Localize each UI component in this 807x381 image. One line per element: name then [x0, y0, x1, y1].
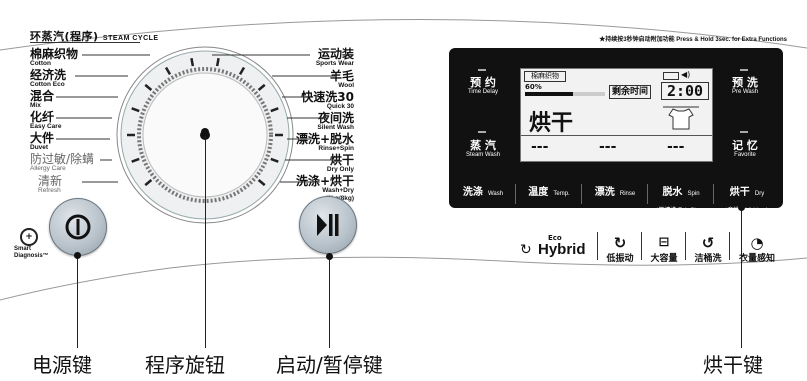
large-capacity-icon: ⊟ — [658, 235, 670, 250]
dial-tick — [257, 83, 266, 91]
play-pause-icon — [317, 214, 339, 236]
smart-diagnosis-label: Smart Diagnosis™ — [14, 246, 49, 259]
key-separators — [449, 180, 783, 208]
dial-tick — [144, 179, 153, 187]
lcd-program-box: 棉麻织物 — [524, 71, 566, 82]
drying-shirt-icon — [663, 106, 699, 130]
steam-cycle-header: 环蒸汽(程序) STEAM CYCLE — [30, 30, 159, 43]
dial-tick — [238, 66, 246, 76]
start-pause-button[interactable] — [299, 196, 357, 254]
spin-button[interactable]: 脱水 Spin *筒清洗 Tub Clean — [656, 187, 706, 214]
progress-fill — [525, 92, 573, 96]
tub-clean-icon: ↺ — [701, 234, 715, 252]
feature-divider-1 — [597, 232, 598, 260]
feature-low-vibration: ↻ 低振动 — [600, 235, 640, 264]
dial-tick — [131, 157, 140, 163]
lcd-segment-2: --- — [599, 139, 617, 155]
rinse-button[interactable]: 漂洗 Rinse — [594, 187, 636, 198]
power-icon — [65, 214, 91, 240]
smart-diagnosis-icon: + — [20, 228, 38, 246]
lcd-segment-3: --- — [667, 139, 685, 155]
temp-button[interactable]: 温度 Temp. — [528, 187, 570, 198]
callout-line-power — [77, 256, 78, 348]
extra-functions-note: ★持续按3秒钟启动附加功能 Press & Hold 3sec. for Ext… — [599, 37, 787, 43]
callout-dot-dry — [738, 204, 745, 211]
hybrid-label: Hybrid — [538, 241, 586, 258]
eco-hybrid-icon: ↻ — [520, 242, 532, 258]
callout-line-dial — [205, 132, 206, 348]
callout-line-dry — [741, 208, 742, 348]
remaining-time-value: 2:00 — [661, 82, 709, 100]
lcd-status-text: 烘干 — [529, 111, 574, 136]
delay-indicator — [478, 69, 486, 71]
callout-dot-dial — [201, 128, 209, 136]
feature-large-capacity: ⊟ 大容量 — [644, 235, 684, 264]
dial-tick — [270, 157, 279, 163]
lcd-divider — [521, 135, 712, 136]
feature-divider-4 — [729, 232, 730, 260]
lock-icon — [663, 72, 679, 80]
feature-divider-2 — [641, 232, 642, 260]
header-underline — [30, 42, 140, 43]
left-leader-lines — [56, 54, 150, 183]
callout-dot-start — [326, 253, 333, 260]
wash-button[interactable]: 洗涤 Wash — [462, 187, 504, 198]
start-pause-caption: 启动/暂停键 — [276, 353, 383, 377]
dial-tick — [190, 57, 195, 67]
dial-tick — [144, 83, 153, 91]
dial-tick — [215, 57, 220, 67]
callout-dot-power — [74, 252, 81, 259]
feature-tub-clean: ↺ 洁桶洗 — [688, 235, 728, 264]
dial-tick — [131, 107, 140, 113]
dry-button[interactable]: 烘干 Dry *童锁 Child Lock — [724, 187, 770, 214]
right-leader-lines — [212, 54, 340, 183]
steam-indicator — [478, 131, 486, 133]
lcd-segment-1: --- — [531, 139, 549, 155]
feature-load-sensing: ◔ 衣量感知 — [734, 235, 780, 264]
lcd-display: 棉麻织物 ◀) 60% 剩余时间 2:00 烘干 --- --- --- — [520, 68, 713, 162]
sound-icon: ◀) — [681, 70, 691, 79]
dial-tick — [257, 179, 266, 187]
prewash-indicator — [740, 69, 748, 71]
low-vibration-icon: ↻ — [613, 234, 627, 252]
remaining-time-label: 剩余时间 — [609, 85, 652, 99]
callout-line-start — [329, 257, 330, 348]
lcd-progress-label: 60% — [525, 83, 542, 91]
program-dial-caption: 程序旋钮 — [145, 353, 225, 377]
dial-tick — [164, 66, 172, 76]
feature-divider-3 — [685, 232, 686, 260]
power-key-caption: 电源键 — [32, 353, 92, 377]
dial-tick — [270, 107, 279, 113]
dry-key-caption: 烘干键 — [703, 353, 763, 377]
eco-label: Eco — [548, 234, 562, 242]
progress-bar — [525, 92, 605, 96]
power-button[interactable] — [49, 198, 107, 256]
favorite-indicator — [740, 131, 748, 133]
load-sensing-icon: ◔ — [750, 234, 764, 252]
